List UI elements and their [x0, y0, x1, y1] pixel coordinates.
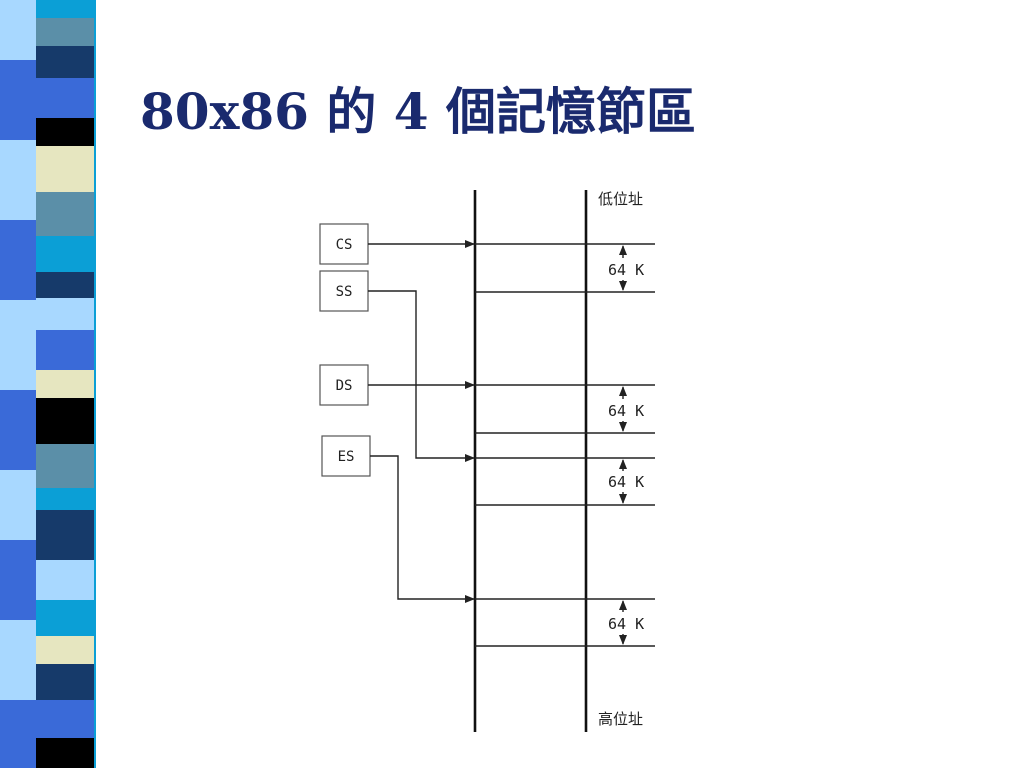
strip-accent — [0, 620, 36, 700]
strip-accent — [0, 300, 36, 390]
strip-block — [36, 298, 94, 330]
strip-block — [36, 444, 94, 488]
strip-block — [36, 370, 94, 398]
strip-block — [36, 510, 94, 560]
strip-block — [36, 146, 94, 192]
register-es: ES — [321, 435, 371, 477]
strip-block — [36, 46, 94, 78]
strip-accent — [0, 470, 36, 540]
register-label: DS — [336, 378, 353, 394]
strip-accent — [0, 140, 36, 220]
high-address-label: 高位址 — [598, 710, 643, 728]
register-cs: CS — [319, 223, 369, 265]
segment-size-label: 64 K — [608, 615, 644, 633]
register-box — [319, 270, 369, 312]
strip-block — [36, 560, 94, 600]
segment-size-es: 64 K — [608, 600, 644, 645]
strip-block — [36, 738, 94, 768]
es-pointer-arrow — [370, 455, 475, 603]
strip-block — [36, 78, 94, 118]
register-box — [319, 223, 369, 265]
strip-block — [36, 700, 94, 738]
strip-block — [36, 118, 94, 146]
strip-block — [36, 192, 94, 236]
segment-size-label: 64 K — [608, 261, 644, 279]
strip-block — [36, 488, 94, 510]
strip-block — [36, 636, 94, 664]
segment-size-cs: 64 K — [608, 245, 644, 291]
ss-pointer-arrow — [368, 290, 475, 462]
segment-size-ss: 64 K — [608, 459, 644, 504]
decorative-side-strip — [0, 0, 118, 768]
strip-block — [36, 600, 94, 636]
register-box — [321, 435, 371, 477]
page-title: 80x86 的 4 個記憶節區 — [140, 82, 696, 141]
low-address-label: 低位址 — [598, 190, 643, 208]
strip-block — [36, 664, 94, 700]
register-label: ES — [338, 449, 355, 465]
strip-accent — [0, 0, 36, 60]
segment-size-label: 64 K — [608, 473, 644, 491]
register-label: CS — [336, 237, 353, 253]
segment-size-ds: 64 K — [608, 386, 644, 432]
strip-block — [36, 0, 94, 18]
register-ss: SS — [319, 270, 369, 312]
register-ds: DS — [319, 364, 369, 406]
strip-blocks — [0, 0, 118, 768]
strip-block — [36, 236, 94, 272]
strip-block — [36, 18, 94, 46]
register-label: SS — [336, 284, 353, 300]
strip-block — [36, 272, 94, 298]
strip-block — [36, 398, 94, 444]
strip-gap — [96, 0, 118, 768]
segment-size-label: 64 K — [608, 402, 644, 420]
strip-block — [36, 330, 94, 370]
